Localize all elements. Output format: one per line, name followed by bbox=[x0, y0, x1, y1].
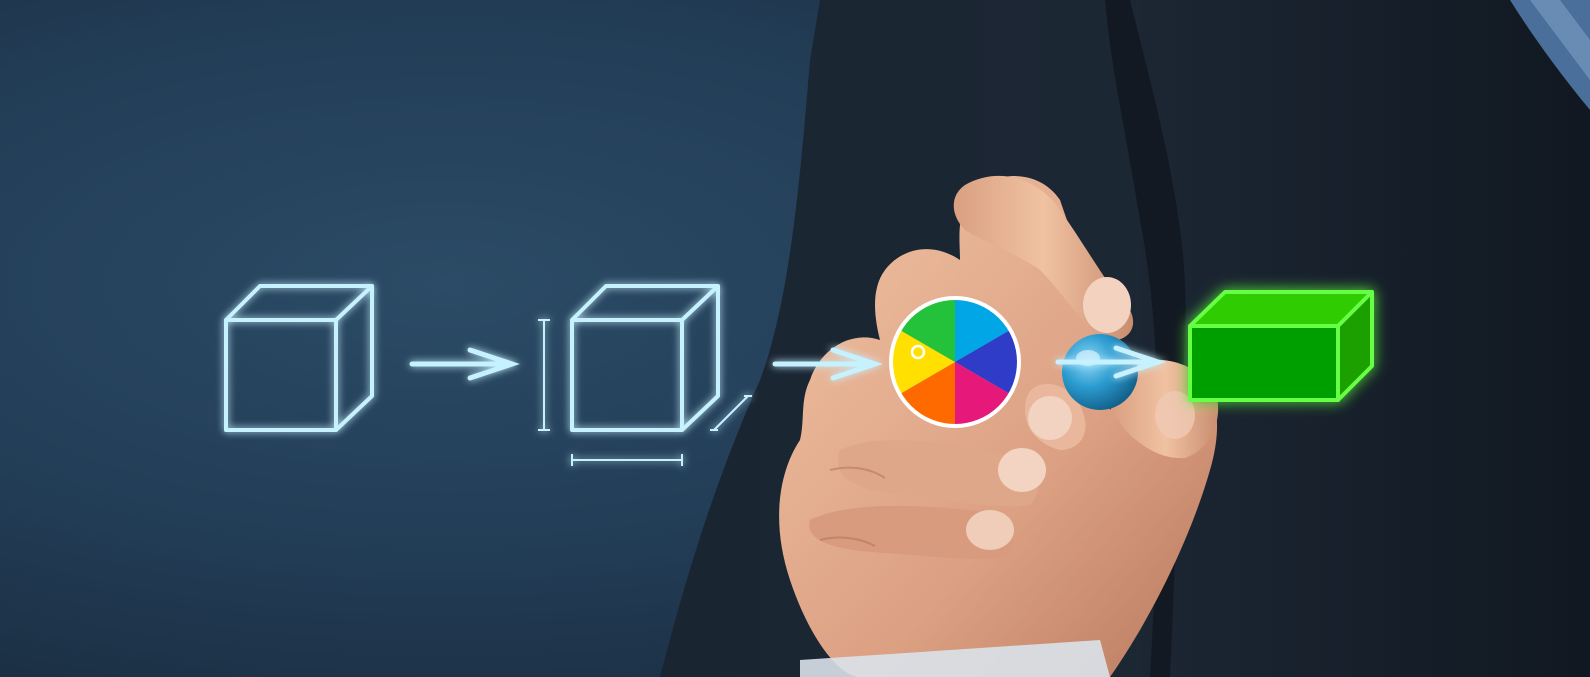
arrow-right-icon bbox=[1055, 345, 1166, 379]
arrow-right-icon bbox=[772, 347, 883, 381]
arrow-right-icon bbox=[409, 347, 520, 381]
cube-dimensioned-icon bbox=[538, 284, 752, 466]
cube-outline-icon bbox=[224, 284, 374, 432]
hand bbox=[779, 175, 1219, 677]
colored-cube-icon bbox=[1188, 290, 1374, 402]
